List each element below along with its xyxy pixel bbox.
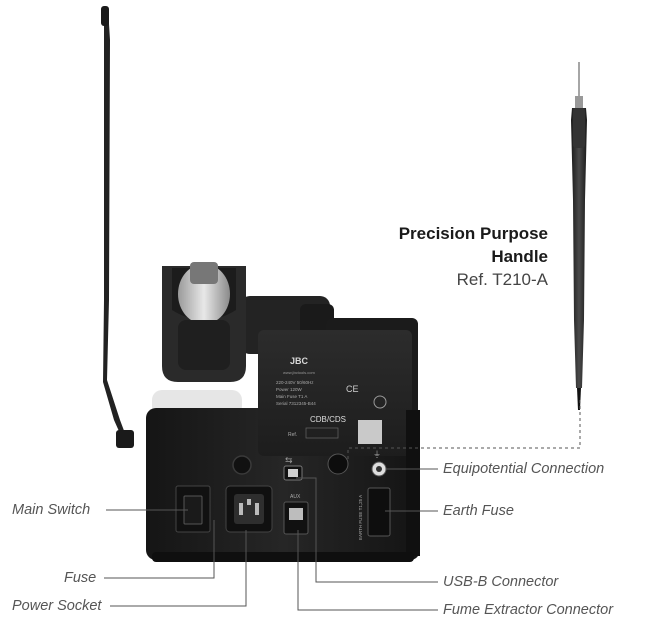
arm-knob: [116, 430, 134, 448]
fuse-label: Fuse: [64, 570, 97, 586]
model-text: CDB/CDS: [310, 415, 346, 424]
brand-logo: JBC: [290, 356, 309, 366]
spec-line: Serial 7312345-B44: [276, 401, 316, 406]
fume-extractor-label: Fume Extractor Connector: [443, 602, 614, 618]
rating-label: JBC www.jbctools.com 220-240V 50/60Hz Po…: [276, 356, 387, 444]
handle-ref: Ref. T210-A: [456, 270, 548, 289]
rear-panel: ⇆ AUX ⏚ EARTH FUSE T1,25 A: [175, 450, 391, 540]
website-text: www.jbctools.com: [283, 370, 315, 375]
earth-fuse-holder[interactable]: [367, 487, 391, 537]
ref-label: Ref.: [288, 432, 297, 438]
spec-line: 220-240V 50/60Hz: [276, 380, 314, 385]
main-switch-label: Main Switch: [12, 502, 91, 518]
handle-dashed-line: [347, 400, 581, 460]
usb-leader: [296, 477, 438, 583]
handle-title-line-1: Precision Purpose: [398, 224, 548, 243]
handle-title-line-2: Handle: [491, 247, 548, 266]
aux-label: AUX: [290, 494, 301, 500]
qr-code: [358, 420, 382, 444]
esd-icon: [373, 395, 387, 409]
ce-mark: CE: [346, 384, 359, 394]
knob: [232, 455, 252, 475]
precision-handle: [571, 62, 587, 410]
earth-fuse-callout: Earth Fuse: [443, 503, 514, 519]
power-socket-label: Power Socket: [12, 598, 102, 614]
fume-leader: [297, 530, 438, 611]
power-socket-leader: [110, 530, 247, 607]
spec-line: Main Fuse T1 A: [276, 394, 307, 399]
round-connector: [327, 453, 349, 475]
holder-arm: [101, 6, 134, 448]
spec-line: Power 120W: [276, 387, 303, 392]
usb-b-label: USB-B Connector: [443, 574, 559, 590]
ground-icon: ⏚: [373, 450, 381, 459]
usb-icon: ⇆: [285, 456, 293, 466]
leader-lines: [104, 400, 581, 611]
equipotential-label: Equipotential Connection: [443, 461, 605, 477]
earth-fuse-label: EARTH FUSE T1,25 A: [358, 495, 363, 540]
fuse-leader: [104, 520, 215, 579]
